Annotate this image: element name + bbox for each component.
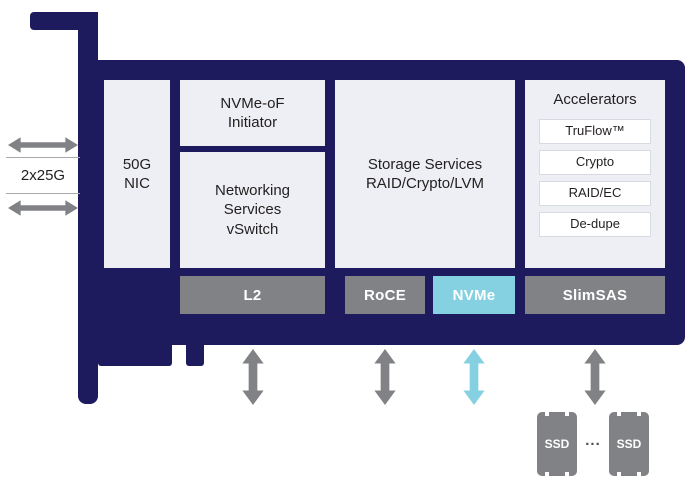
port-nvme: NVMe bbox=[433, 276, 515, 314]
horizontal-double-arrow-icon bbox=[8, 137, 78, 153]
ssd-notch bbox=[617, 411, 621, 416]
ssd-device: SSD bbox=[609, 411, 649, 477]
accelerator-item-raid-ec: RAID/EC bbox=[539, 180, 651, 206]
accelerator-item-crypto: Crypto bbox=[539, 149, 651, 175]
storage-services-block: Storage Services RAID/Crypto/LVM bbox=[335, 80, 515, 268]
networking-services-block: Networking Services vSwitch bbox=[180, 152, 325, 268]
pcie-edge-connector bbox=[98, 344, 172, 366]
ssd-ellipsis: ... bbox=[585, 432, 601, 449]
ssd-notch bbox=[565, 472, 569, 477]
port-roce: RoCE bbox=[345, 276, 425, 314]
ssd-notch bbox=[617, 472, 621, 477]
ssd-notch bbox=[545, 472, 549, 477]
ssd-device: SSD bbox=[537, 411, 577, 477]
vertical-double-arrow-icon bbox=[372, 349, 398, 405]
port-slimsas: SlimSAS bbox=[525, 276, 665, 314]
accelerator-item-dedupe: De-dupe bbox=[539, 211, 651, 237]
ssd-notch bbox=[637, 472, 641, 477]
horizontal-double-arrow-icon bbox=[8, 200, 78, 216]
ssd-label: SSD bbox=[616, 437, 642, 451]
vertical-double-arrow-nvme-icon bbox=[461, 349, 487, 405]
nic-block: 50G NIC bbox=[104, 80, 170, 268]
ssd-notch bbox=[637, 411, 641, 416]
accelerators-block: Accelerators TruFlow™ Crypto RAID/EC De-… bbox=[525, 80, 665, 268]
network-speed-label: 2x25G bbox=[6, 157, 80, 194]
vertical-double-arrow-icon bbox=[582, 349, 608, 405]
pcie-bracket bbox=[78, 12, 98, 404]
ssd-notch bbox=[565, 411, 569, 416]
ssd-notch bbox=[545, 411, 549, 416]
port-l2: L2 bbox=[180, 276, 325, 314]
pcie-edge-connector-key bbox=[186, 344, 204, 366]
ssd-label: SSD bbox=[544, 437, 570, 451]
accelerator-item-truflow: TruFlow™ bbox=[539, 118, 651, 144]
nvmeof-initiator-block: NVMe-oF Initiator bbox=[180, 80, 325, 146]
vertical-double-arrow-icon bbox=[240, 349, 266, 405]
accelerators-title: Accelerators bbox=[553, 91, 637, 108]
